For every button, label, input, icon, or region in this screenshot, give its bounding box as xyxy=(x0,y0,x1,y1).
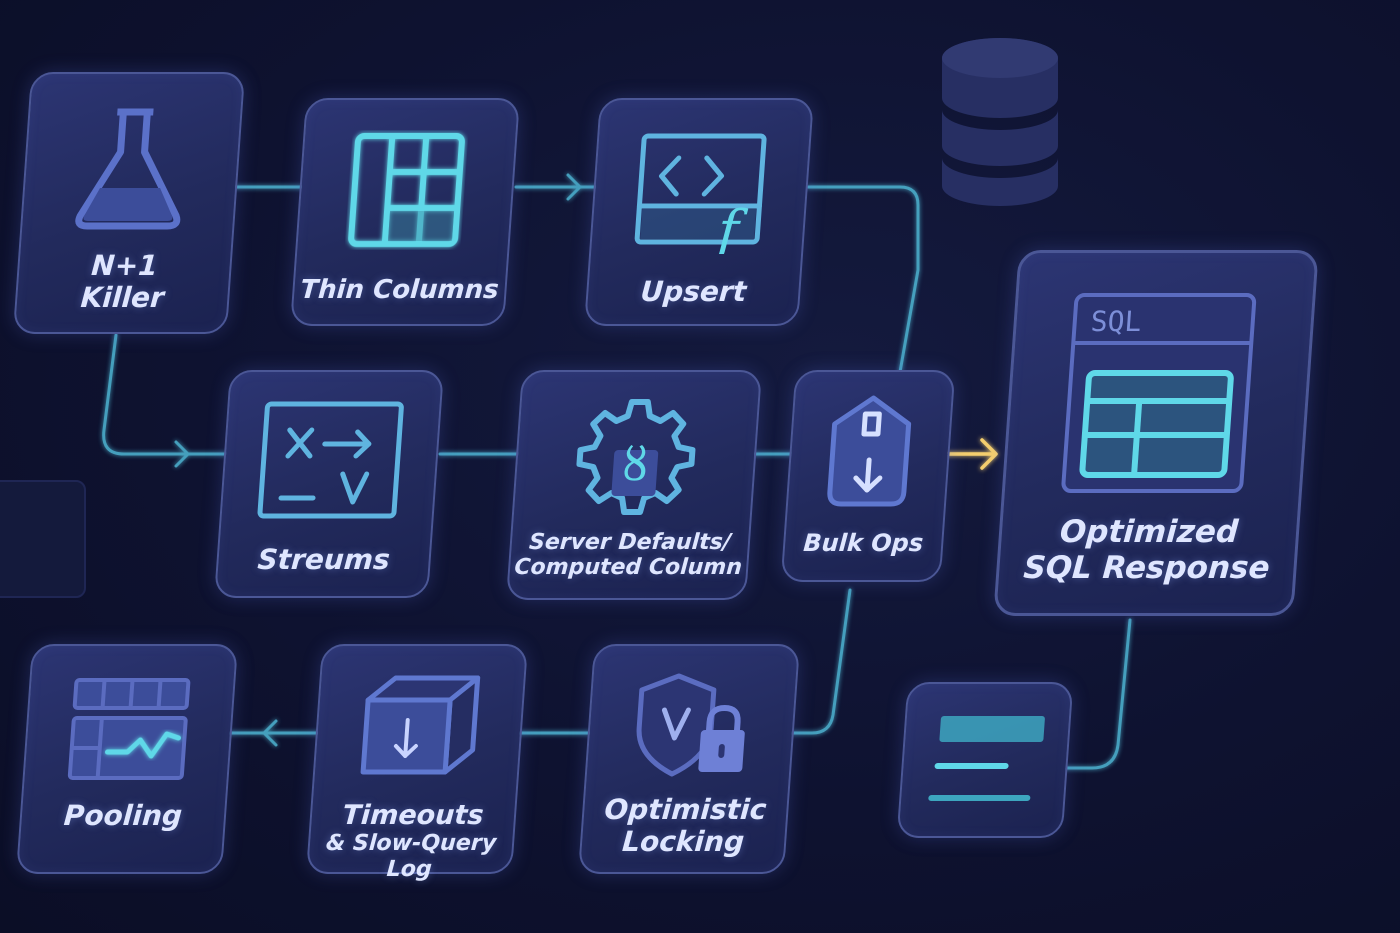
node-document[interactable] xyxy=(896,682,1074,838)
database-icon xyxy=(942,38,1058,206)
node-label: Bulk Ops xyxy=(802,529,925,557)
node-label: Thin Columns xyxy=(299,275,500,305)
document-lines-icon xyxy=(928,716,1045,801)
box-down-arrow-icon xyxy=(360,675,481,775)
arrow-head-pooling xyxy=(262,719,278,747)
grid-table-icon xyxy=(348,133,465,247)
flask-icon xyxy=(75,108,181,230)
svg-text:ȣ: ȣ xyxy=(621,437,650,491)
sql-table-icon: SQL xyxy=(1061,293,1257,493)
node-label: Upsert xyxy=(639,275,748,308)
variable-arrow-icon xyxy=(257,401,404,519)
node-timeouts[interactable]: Timeouts& Slow-Query Log xyxy=(305,644,529,882)
shield-lock-icon xyxy=(636,673,745,777)
node-label: Timeouts& Slow-Query Log xyxy=(325,800,498,882)
bulk-arrows-icon xyxy=(827,395,912,507)
connector-upsert-bulk xyxy=(806,185,920,374)
connector-bulk-optimistic xyxy=(788,588,852,735)
pool-chart-icon xyxy=(67,678,191,780)
node-pooling[interactable]: Pooling xyxy=(15,644,239,874)
arrow-head-upsert xyxy=(566,173,582,201)
node-bulk-ops[interactable]: Bulk Ops xyxy=(780,370,956,582)
node-server-defaults[interactable]: ȣ Server Defaults/Computed Column xyxy=(505,370,763,600)
background-panel xyxy=(0,480,86,598)
arrow-head-sql xyxy=(980,438,998,470)
node-thin-columns[interactable]: Thin Columns xyxy=(290,98,520,326)
node-upsert[interactable]: f Upsert xyxy=(584,98,814,326)
connector-nplus1-streams xyxy=(102,333,230,456)
connector-sql-document xyxy=(1028,618,1132,770)
gear-icon: ȣ xyxy=(576,399,696,515)
node-label: Pooling xyxy=(62,799,184,832)
node-label: Streums xyxy=(256,543,391,576)
node-label: Server Defaults/Computed Column xyxy=(513,530,743,581)
sql-window-title: SQL xyxy=(1090,305,1143,338)
code-function-icon: f xyxy=(634,133,767,254)
node-streams[interactable]: Streums xyxy=(214,370,444,598)
arrow-head-streams xyxy=(174,440,190,468)
